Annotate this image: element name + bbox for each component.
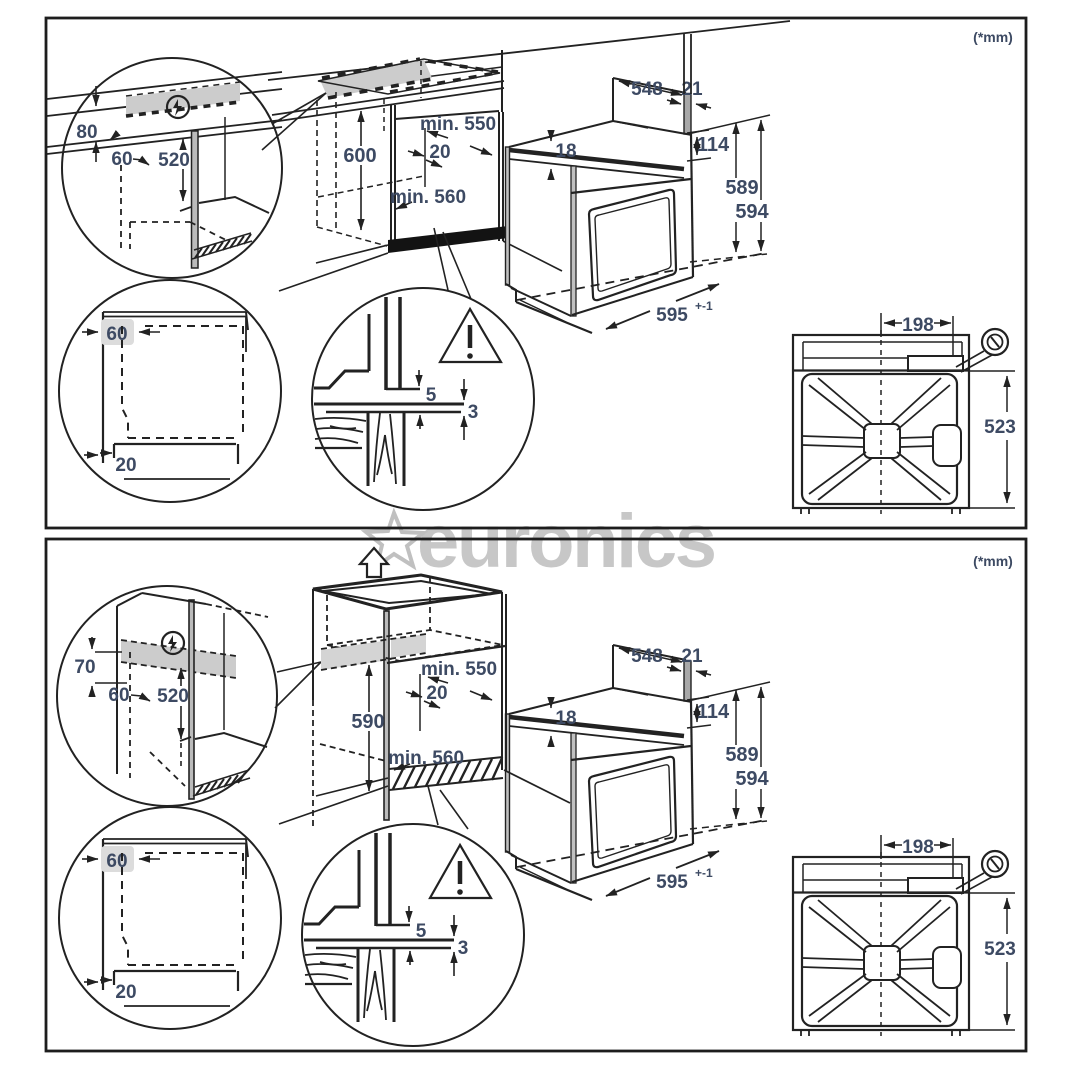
svg-text:euronics: euronics (417, 499, 715, 584)
svg-text:520: 520 (158, 150, 190, 171)
svg-text:80: 80 (76, 122, 97, 143)
svg-text:min. 560: min. 560 (388, 748, 464, 769)
svg-text:min. 550: min. 550 (420, 114, 496, 135)
svg-text:min. 550: min. 550 (421, 659, 497, 680)
svg-text:60: 60 (108, 685, 129, 706)
svg-text:60: 60 (111, 149, 132, 170)
svg-text:590: 590 (351, 711, 384, 733)
svg-text:520: 520 (157, 686, 189, 707)
svg-text:20: 20 (429, 142, 450, 163)
svg-text:min. 560: min. 560 (390, 187, 466, 208)
svg-text:600: 600 (343, 145, 376, 167)
svg-text:20: 20 (426, 683, 447, 704)
svg-text:(*mm): (*mm) (973, 29, 1013, 45)
svg-text:70: 70 (74, 657, 95, 678)
svg-text:(*mm): (*mm) (973, 553, 1013, 569)
